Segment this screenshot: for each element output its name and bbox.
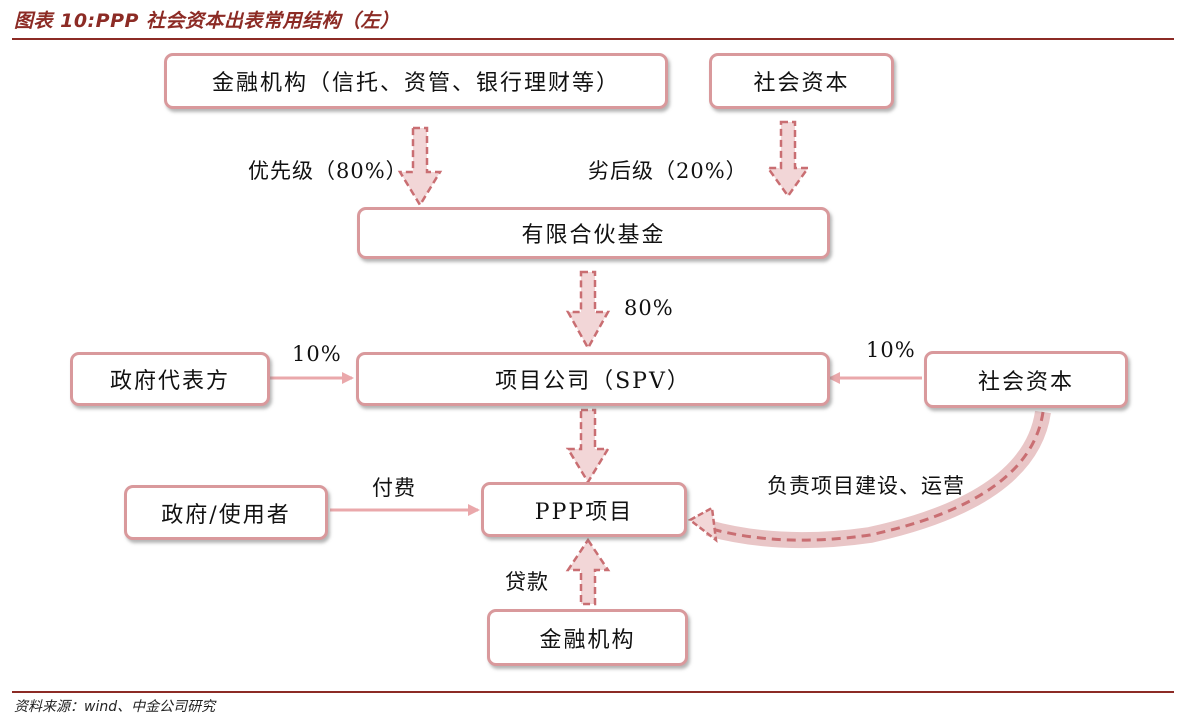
label-construction-operation: 负责项目建设、运营 [767,474,965,498]
label-gov-to-spv: 10% [292,342,342,366]
source-note: 资料来源：wind、中金公司研究 [14,699,216,715]
label-senior: 优先级（80%） [248,159,408,183]
label-junior: 劣后级（20%） [588,159,748,183]
node-ppp-project: PPP项目 [481,482,687,537]
label-loan: 贷款 [505,570,549,594]
node-social-capital-right: 社会资本 [924,351,1128,408]
node-financial-institutions-bottom: 金融机构 [487,609,688,666]
node-financial-institutions-top: 金融机构（信托、资管、银行理财等） [164,53,668,109]
node-project-company-spv: 项目公司（SPV） [356,352,830,406]
arrow-loan-to-project [565,537,611,606]
arrow-senior-to-fund [397,126,443,208]
label-social-to-spv: 10% [866,338,916,362]
node-limited-partnership-fund: 有限合伙基金 [357,207,830,259]
node-government-users: 政府/使用者 [124,485,328,540]
arrow-social-to-project-head [687,506,718,543]
source-rule [12,691,1174,693]
figure-title: 图表 10:PPP 社会资本出表常用结构（左） [14,10,400,32]
label-fund-to-spv: 80% [624,296,674,320]
node-social-capital-top: 社会资本 [709,53,894,109]
label-payment: 付费 [372,476,416,500]
arrow-spv-to-project [565,408,611,485]
arrow-fund-to-spv [565,270,611,351]
node-government-rep: 政府代表方 [70,352,270,406]
arrow-junior-to-fund [765,120,811,199]
title-rule [12,38,1174,40]
